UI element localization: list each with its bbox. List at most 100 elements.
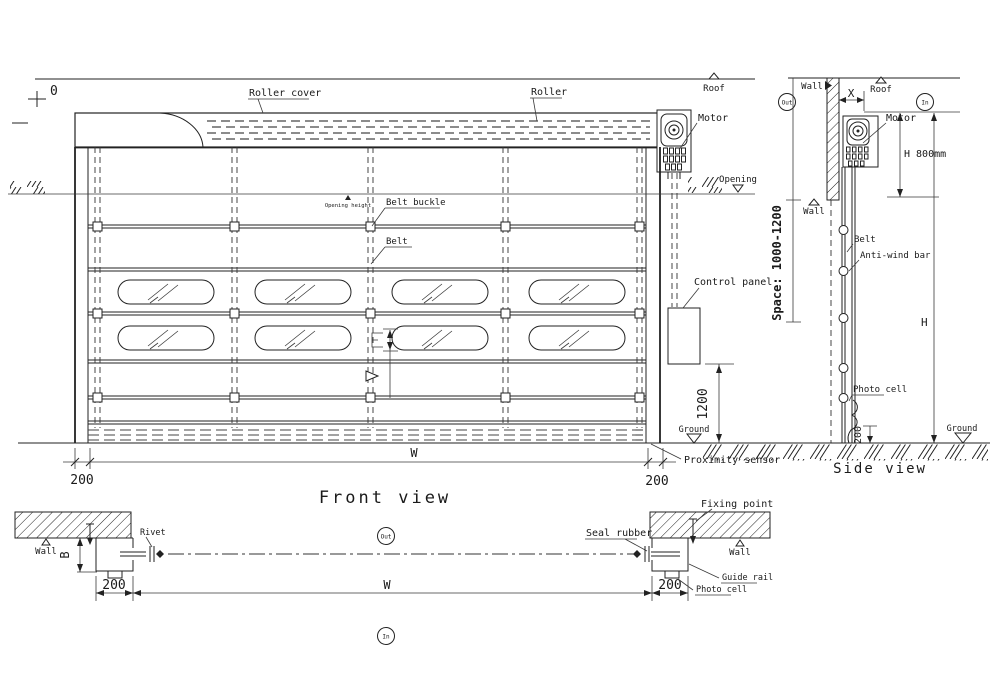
roller-cover-label: Roller cover — [249, 88, 321, 99]
fixing-point-callout: Fixing point — [689, 499, 773, 544]
ground-hatch — [703, 444, 763, 461]
belt-tension-detail — [365, 328, 398, 398]
rivet-assembly: Rivet — [120, 528, 637, 562]
proximity-sensor-callout: Proximity sensor — [650, 443, 780, 466]
plan-dimensions: 200 W 200 — [95, 576, 689, 601]
dim-200-left-label: 200 — [70, 473, 93, 488]
side-view-title: Side view — [833, 461, 927, 477]
photo-cell-side-label: Photo cell — [853, 385, 907, 395]
dim-b-label: B — [58, 551, 72, 558]
out-label: Out — [782, 100, 793, 107]
wall-right-block — [649, 511, 771, 539]
plan-view: Wall Rivet B — [14, 499, 773, 645]
dim-x-label: X — [848, 87, 855, 100]
window-glass-slashes — [147, 283, 590, 350]
motor-belt-drop — [671, 173, 678, 307]
roof-marker-icon — [707, 72, 721, 80]
motor-front: Motor — [656, 109, 728, 179]
front-view-title: Front view — [319, 488, 451, 508]
belt-callout: Belt — [370, 237, 412, 265]
dim-1200-label: 1200 — [696, 388, 711, 419]
roof-side-label: Roof — [870, 85, 892, 95]
roof-side-callout: Roof — [870, 76, 892, 95]
fixing-point-label: Fixing point — [701, 499, 773, 510]
roller-cover-callout: Roller cover — [248, 88, 321, 114]
photo-cell-side: Photo cell — [847, 385, 907, 444]
anti-wind-bar-label: Anti-wind bar — [860, 251, 931, 261]
wall-left-callout: Wall — [35, 538, 57, 557]
guide-rail-label: Guide rail — [722, 573, 773, 583]
seal-rubber-label: Seal rubber — [586, 528, 652, 539]
dim-space-label: Space: 1000-1200 — [770, 205, 784, 321]
out-plan-label: Out — [381, 534, 392, 541]
door-rails — [88, 224, 646, 425]
wall-mid-callout: Wall — [803, 198, 825, 217]
wall-right-callout: Wall — [729, 539, 751, 558]
opening-label: Opening — [719, 175, 757, 185]
hatch-right — [688, 177, 722, 193]
wall-left-block — [14, 511, 132, 539]
in-plan-label: In — [382, 634, 390, 641]
control-panel-label: Control panel — [694, 277, 772, 288]
wall-left-label: Wall — [35, 547, 57, 557]
belt-buckle-callout: Belt buckle — [371, 198, 446, 227]
front-bottom-dimensions: 200 W 200 — [63, 446, 676, 489]
in-badge: In — [916, 93, 934, 111]
dim-space: Space: 1000-1200 — [770, 78, 801, 323]
control-panel: Control panel — [667, 277, 772, 365]
wall-mid-label: Wall — [803, 207, 825, 217]
dim-200-left-plan: 200 — [102, 578, 125, 593]
guide-rail-callout: Guide rail — [688, 563, 773, 584]
roof-marker-icon — [874, 76, 888, 84]
door-frame — [74, 147, 661, 443]
wall-marker-icon — [41, 538, 51, 546]
roller-cover-box — [74, 112, 661, 149]
opening-height-label: Opening height — [325, 203, 371, 209]
wall-section-hatch — [826, 77, 840, 201]
ground-marker-icon — [953, 432, 973, 444]
proximity-sensor-label: Proximity sensor — [684, 455, 780, 466]
dim-200-right-label: 200 — [645, 474, 668, 489]
rivet-label: Rivet — [140, 528, 166, 538]
front-view: 0 Roof Roller cover Roller — [8, 72, 780, 508]
dim-w-label: W — [410, 446, 418, 460]
ground-side-label: Ground — [947, 424, 978, 434]
ground-side: Ground — [753, 424, 990, 461]
ground-hatch — [756, 444, 988, 461]
dim-200-right-plan: 200 — [658, 578, 681, 593]
dim-h800: H 800mm — [887, 113, 946, 198]
bottom-seal — [88, 429, 646, 441]
out-badge: Out — [778, 93, 796, 111]
hatch-left — [10, 181, 45, 194]
door-windows — [117, 279, 626, 351]
roller-label: Roller — [531, 87, 567, 98]
roof-reference-line: 0 Roof — [12, 72, 755, 124]
guide-rail-right-section — [651, 537, 689, 579]
anti-wind-bar-callout: Anti-wind bar — [848, 251, 931, 272]
wall-marker-icon — [807, 198, 821, 206]
opening-level: Opening Opening height — [8, 175, 757, 209]
belt-side-label: Belt — [854, 235, 876, 245]
photo-cell-plan-label: Photo cell — [696, 585, 747, 595]
dim-x: X — [839, 87, 865, 111]
wall-marker-icon — [735, 539, 745, 547]
flow-arrow-icon — [365, 370, 380, 382]
belt-buckles — [92, 221, 645, 403]
seal-rubber-assembly: Seal rubber — [585, 528, 680, 562]
out-badge-plan: Out — [377, 527, 395, 545]
roof-label: Roof — [703, 84, 725, 94]
dim-1200: 1200 — [696, 363, 734, 443]
guide-rail-left-section — [86, 523, 134, 579]
dim-200-side-label: 200 — [853, 426, 864, 444]
ground-front: Ground — [18, 425, 763, 461]
dim-b: B — [58, 538, 97, 573]
in-label: In — [921, 100, 929, 107]
in-badge-plan: In — [377, 627, 395, 645]
ground-marker-icon — [685, 433, 703, 444]
dim-h-label: H — [921, 316, 928, 329]
dim-w-plan: W — [383, 578, 391, 592]
belt-side-callout: Belt — [846, 235, 876, 253]
belt-buckle-label: Belt buckle — [386, 198, 446, 208]
dim-h: H — [921, 113, 937, 443]
ground-label: Ground — [679, 425, 710, 435]
